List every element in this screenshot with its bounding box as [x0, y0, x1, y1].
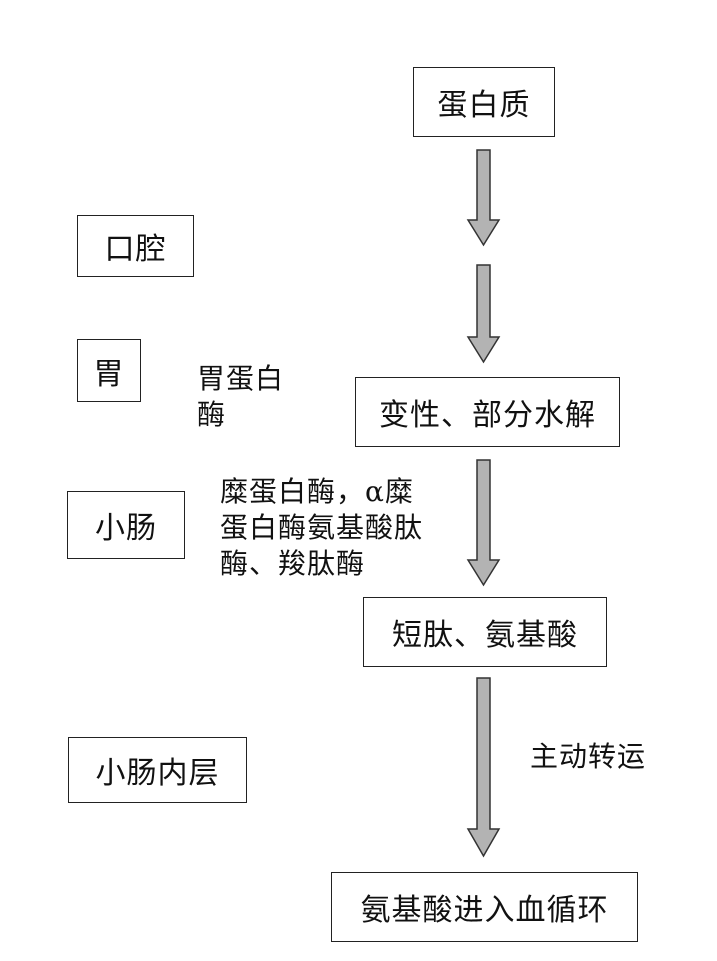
- intestine-enzymes-line-3: 酶、羧肽酶: [220, 547, 366, 580]
- box-protein: 蛋白质: [413, 67, 555, 137]
- intestine-enzymes-label: 糜蛋白酶，α糜 蛋白酶氨基酸肽 酶、羧肽酶: [220, 474, 470, 582]
- site-mouth: 口腔: [77, 215, 194, 277]
- box-amino-acids-into-blood: 氨基酸进入血循环: [331, 872, 638, 942]
- intestine-enzymes-line-1: 糜蛋白酶，α糜: [220, 475, 414, 508]
- site-intestine-lining: 小肠内层: [68, 737, 247, 803]
- down-arrow-1: [466, 149, 501, 247]
- intestine-enzymes-line-2: 蛋白酶氨基酸肽: [220, 511, 424, 544]
- stomach-enzyme-line-1: 胃蛋白: [197, 362, 285, 395]
- site-small-intestine: 小肠: [67, 491, 185, 559]
- stomach-enzyme-line-2: 酶: [197, 398, 227, 431]
- site-stomach: 胃: [77, 339, 141, 402]
- stomach-enzyme-label: 胃蛋白 酶: [197, 361, 307, 433]
- down-arrow-2: [466, 264, 501, 364]
- down-arrow-3: [466, 459, 501, 587]
- down-arrow-4: [466, 677, 501, 858]
- box-denatured-partial-hydrolysis: 变性、部分水解: [355, 377, 620, 447]
- active-transport-label: 主动转运: [530, 740, 647, 773]
- box-short-peptides-amino-acids: 短肽、氨基酸: [363, 597, 607, 667]
